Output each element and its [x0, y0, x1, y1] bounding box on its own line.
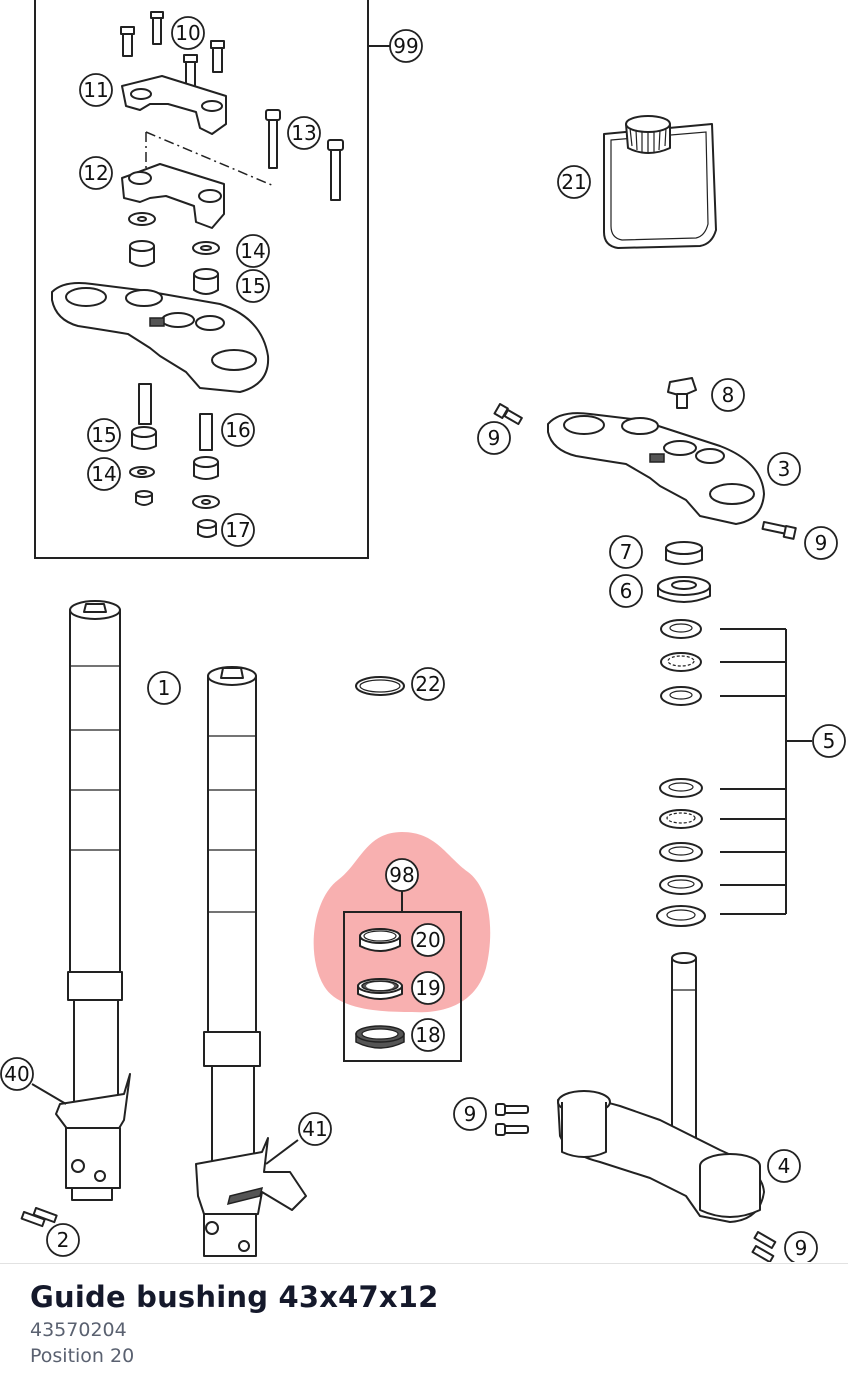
guide-bushing[interactable]	[359, 928, 401, 952]
callout-9-bottom: 9	[784, 1231, 818, 1262]
callout-15-top: 15	[236, 269, 270, 303]
callout-12: 12	[79, 156, 113, 190]
callout-4-label: 4	[778, 1154, 791, 1178]
callout-9-lower: 9	[453, 1097, 487, 1131]
fork-leg-right[interactable]	[195, 666, 307, 1257]
steering-stem-nut[interactable]	[667, 377, 697, 409]
callout-4: 4	[767, 1149, 801, 1183]
callout-99: 99	[389, 29, 423, 63]
axle-clamp-bolts[interactable]	[20, 1206, 58, 1228]
callout-16-label: 16	[225, 418, 250, 442]
long-bolt[interactable]	[265, 109, 344, 201]
callout-9-right-label: 9	[815, 531, 828, 555]
clamp-bolts-lower[interactable]	[495, 1103, 777, 1262]
callout-8-label: 8	[722, 383, 735, 407]
selected-part-highlight[interactable]	[313, 832, 491, 1013]
callout-6-label: 6	[620, 579, 633, 603]
lower-triple-clamp[interactable]	[557, 952, 765, 1223]
callout-9-top-label: 9	[488, 426, 501, 450]
callout-40: 40	[0, 1057, 34, 1091]
callout-17: 17	[221, 513, 255, 547]
pinch-bolt-right[interactable]	[761, 521, 797, 540]
callout-98: 98	[385, 858, 419, 892]
triple-clamp-kit-group	[34, 0, 390, 559]
callout-7-label: 7	[620, 540, 633, 564]
callout-7: 7	[609, 535, 643, 569]
callout-1: 1	[147, 671, 181, 705]
callout-22-label: 22	[415, 672, 440, 696]
callout-8: 8	[711, 378, 745, 412]
callout-22: 22	[411, 667, 445, 701]
callout-13: 13	[287, 116, 321, 150]
callout-20-label: 20	[415, 928, 440, 952]
callout-99-label: 99	[393, 34, 418, 58]
callout-18-label: 18	[415, 1023, 440, 1047]
callout-9-right: 9	[804, 526, 838, 560]
callout-98-label: 98	[389, 863, 414, 887]
seal-18[interactable]	[355, 1025, 405, 1049]
callout-17-label: 17	[225, 518, 250, 542]
o-ring[interactable]	[355, 676, 405, 696]
callout-11: 11	[79, 73, 113, 107]
callout-2-label: 2	[57, 1228, 70, 1252]
bearing-adjuster-nut[interactable]	[665, 541, 703, 565]
callout-5: 5	[812, 724, 846, 758]
callout-20: 20	[411, 923, 445, 957]
callout-2: 2	[46, 1223, 80, 1257]
callout-13-label: 13	[291, 121, 316, 145]
callout-16: 16	[221, 413, 255, 447]
callout-14-bottom-label: 14	[91, 462, 116, 486]
fork-oil-bottle[interactable]	[603, 115, 717, 249]
callout-14-bottom: 14	[87, 457, 121, 491]
callout-41: 41	[298, 1112, 332, 1146]
callout-9-top: 9	[477, 421, 511, 455]
dust-seal-ring[interactable]	[657, 576, 711, 603]
callout-18: 18	[411, 1018, 445, 1052]
callout-14-top: 14	[236, 234, 270, 268]
callout-11-label: 11	[83, 78, 108, 102]
callout-40-label: 40	[4, 1062, 29, 1086]
part-number: 43570204	[30, 1319, 127, 1341]
pinch-bolt-top[interactable]	[493, 403, 523, 426]
callout-1-label: 1	[158, 676, 171, 700]
callout-15-top-label: 15	[240, 274, 265, 298]
part-title: Guide bushing 43x47x12	[30, 1280, 439, 1314]
callout-21: 21	[557, 165, 591, 199]
callout-10-label: 10	[175, 21, 200, 45]
exploded-parts-diagram: 10 99 11 13 12 21 14 15 8 16 15 9 3 14 1…	[0, 0, 846, 1262]
callout-41-label: 41	[302, 1117, 327, 1141]
callout-9-lower-label: 9	[464, 1102, 477, 1126]
callout-19: 19	[411, 971, 445, 1005]
callout-15-bottom-label: 15	[91, 423, 116, 447]
callout-5-label: 5	[823, 729, 836, 753]
steering-bearing-set[interactable]	[656, 619, 706, 927]
handlebar-clamp-bolt[interactable]	[120, 11, 225, 87]
callout-14-top-label: 14	[240, 239, 265, 263]
bushing-19[interactable]	[357, 978, 403, 1000]
part-info-panel: Guide bushing 43x47x12 43570204 Position…	[0, 1263, 848, 1391]
callout-15-bottom: 15	[87, 418, 121, 452]
fork-leg-left[interactable]	[55, 600, 131, 1201]
callout-12-label: 12	[83, 161, 108, 185]
callout-9-bottom-label: 9	[795, 1236, 808, 1260]
callout-3: 3	[767, 452, 801, 486]
callout-6: 6	[609, 574, 643, 608]
callout-19-label: 19	[415, 976, 440, 1000]
callout-10: 10	[171, 16, 205, 50]
callout-21-label: 21	[561, 170, 586, 194]
callout-3-label: 3	[778, 457, 791, 481]
part-position: Position 20	[30, 1345, 135, 1367]
